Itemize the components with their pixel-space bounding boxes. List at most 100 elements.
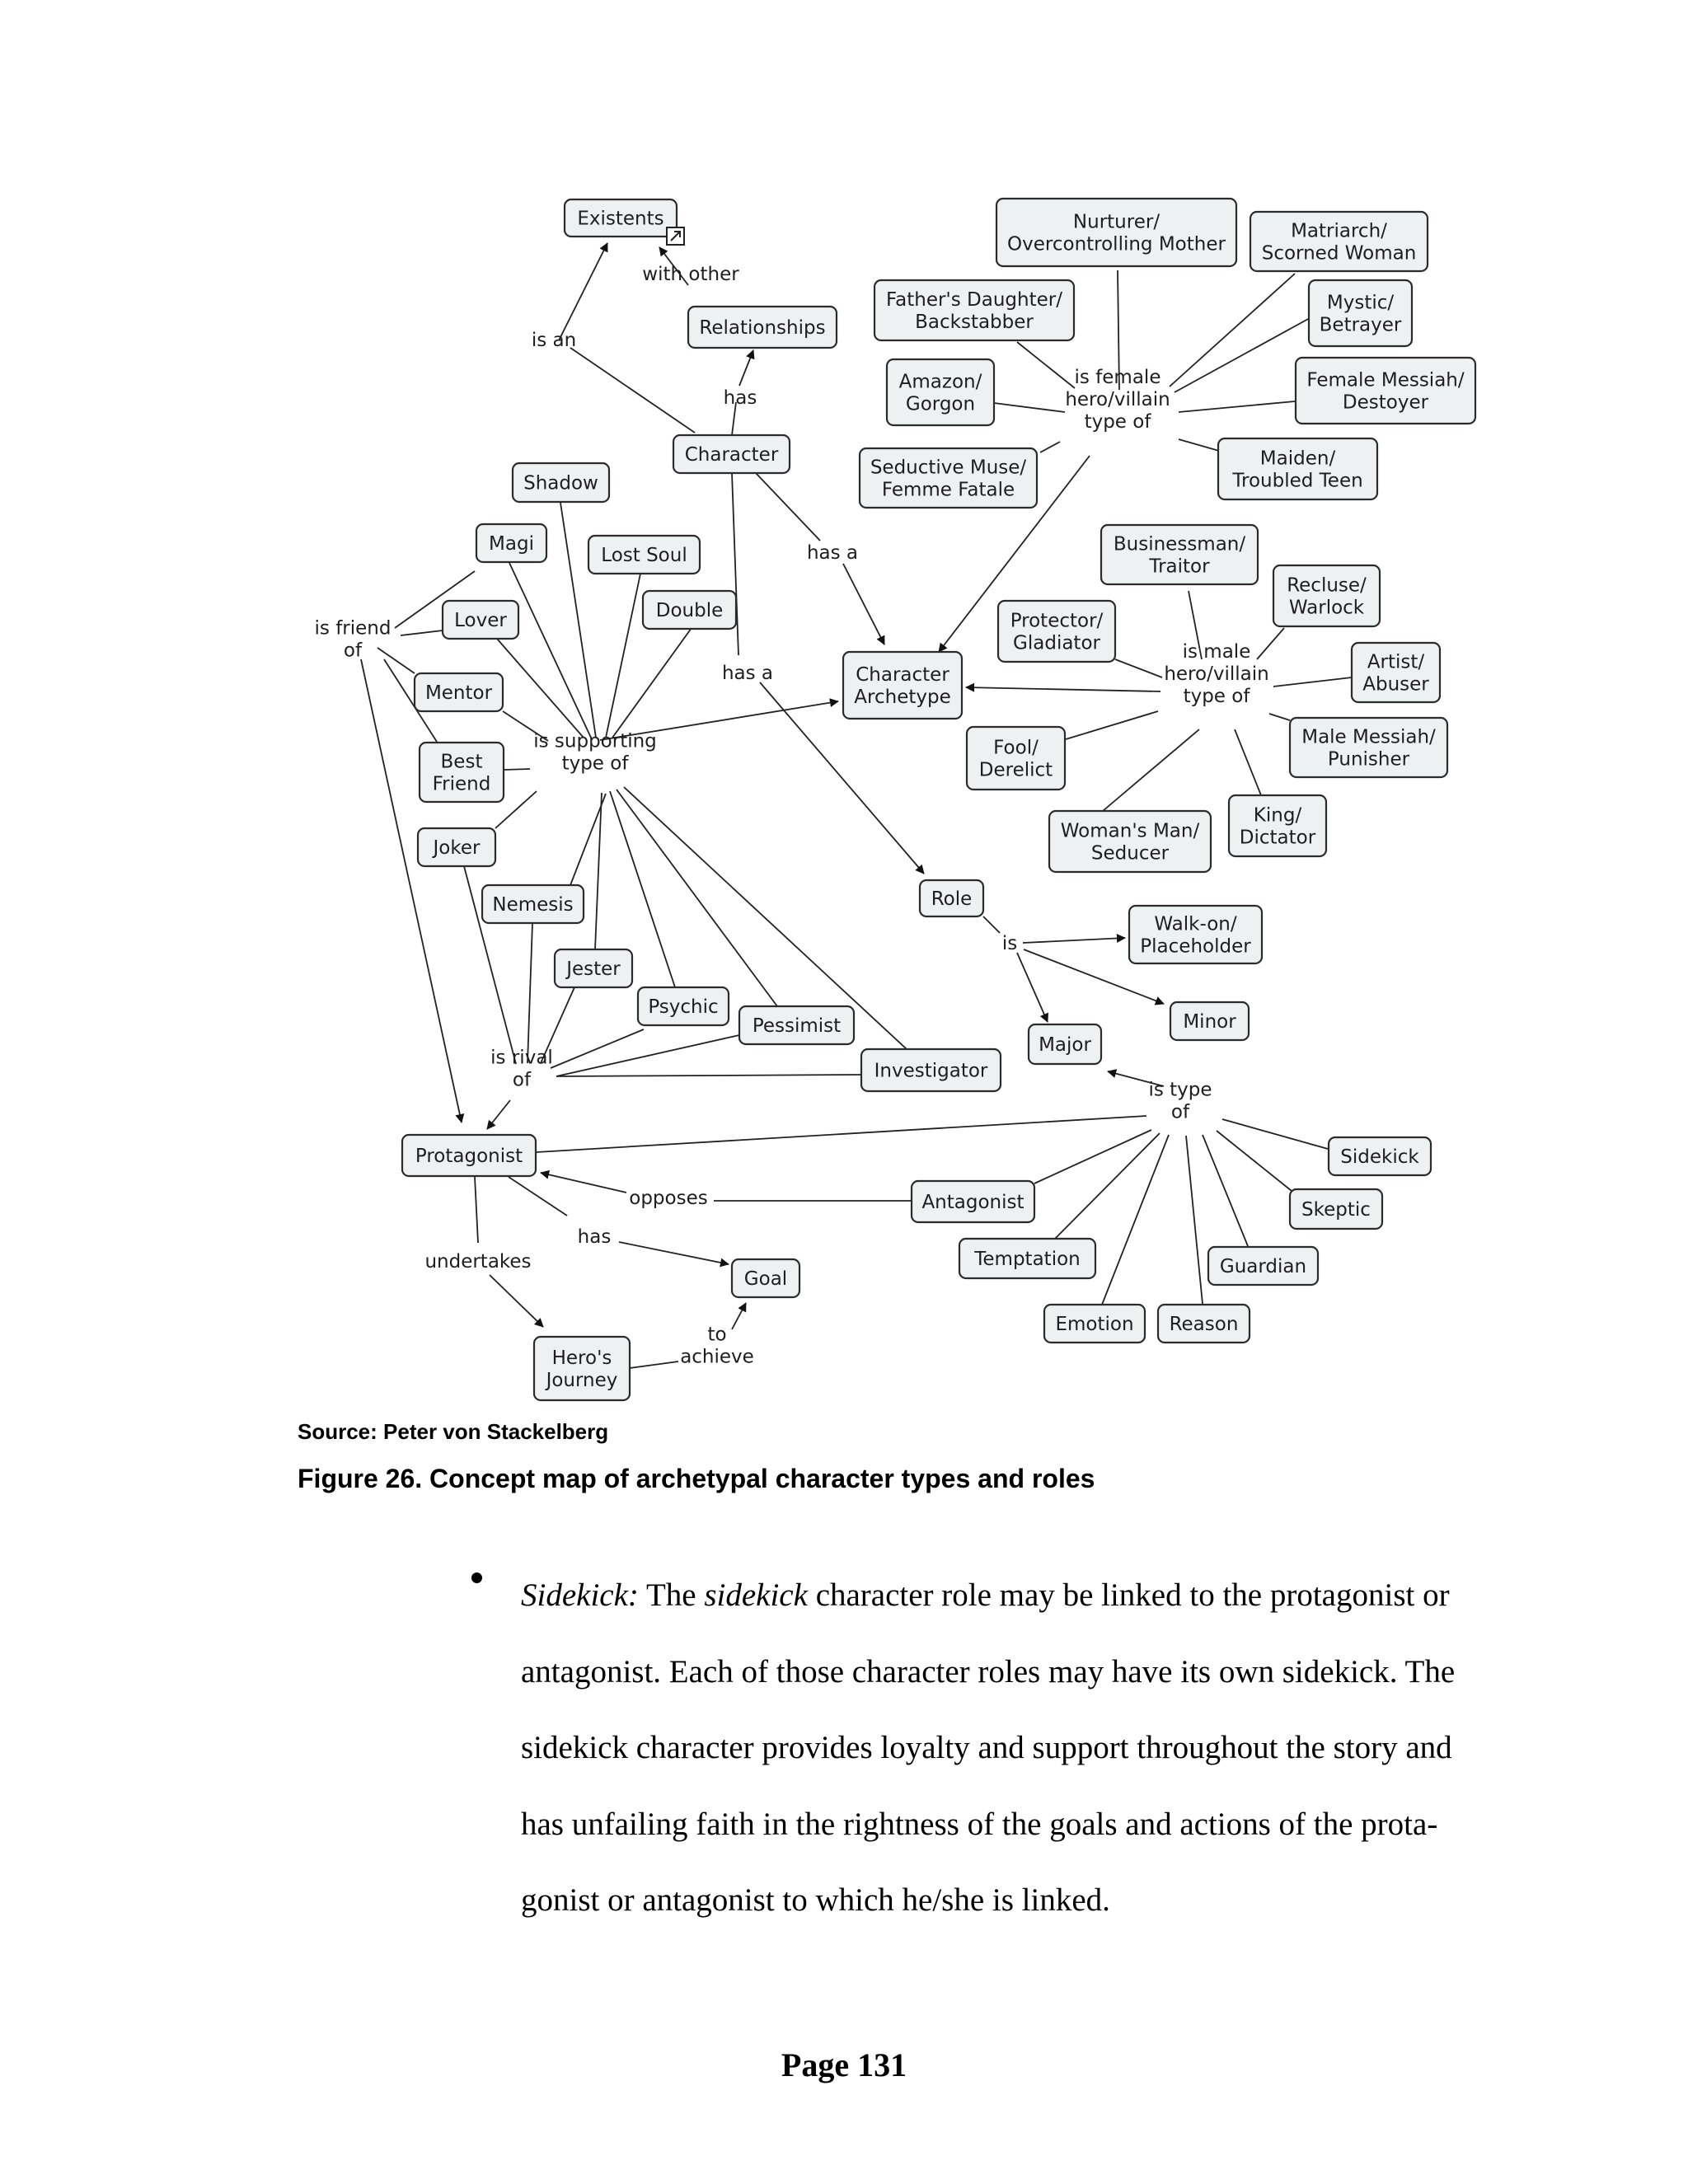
concept-amazon: Amazon/Gorgon <box>885 358 996 427</box>
concept-label: Amazon/Gorgon <box>899 372 982 415</box>
paragraph-line-2: antagonist. Each of those character role… <box>521 1653 1456 1690</box>
concept-box <box>730 1258 801 1299</box>
connector-line <box>755 472 821 541</box>
concept-box <box>1294 356 1477 425</box>
concept-box <box>1027 1023 1103 1066</box>
concept-label: Artist/Abuser <box>1362 652 1429 696</box>
connector-line <box>609 790 676 988</box>
connector-line <box>495 790 537 829</box>
connector-arrow <box>1016 952 1048 1023</box>
connector-arrow <box>659 246 689 286</box>
connector-line <box>377 647 415 674</box>
concept-label: Role <box>931 888 973 910</box>
concept-box <box>1288 716 1449 779</box>
concept-label: Jester <box>565 958 621 980</box>
concept-guardian: Guardian <box>1207 1245 1320 1286</box>
concept-label: Magi <box>489 533 534 555</box>
concept-box <box>1169 1001 1250 1042</box>
concept-box <box>1327 1136 1432 1177</box>
connector-line <box>1102 729 1200 812</box>
concept-box <box>1227 794 1328 858</box>
concept-box <box>918 879 985 918</box>
connector-arrow <box>1023 949 1165 1005</box>
concept-box <box>553 948 634 989</box>
concept-box <box>1043 1303 1146 1344</box>
concept-label: Protagonist <box>415 1146 523 1167</box>
connector-line <box>623 786 907 1050</box>
concept-label: Sidekick <box>1340 1146 1419 1168</box>
concept-box <box>873 279 1076 342</box>
concept-skeptic: Skeptic <box>1288 1188 1384 1230</box>
connector-arrow <box>938 455 1090 653</box>
concept-box <box>587 534 701 575</box>
connector-arrow <box>486 1099 511 1130</box>
connector-arrow <box>489 1274 544 1328</box>
connector-line <box>496 638 584 738</box>
sidekick-paragraph: Sidekick: The sidekick character role ma… <box>521 1558 1493 1939</box>
link-label-opposes: opposes <box>629 1188 707 1209</box>
link-label-has-a-role: has a <box>722 663 773 684</box>
concept-box <box>418 741 505 804</box>
connector-line <box>993 402 1066 413</box>
concept-jester: Jester <box>553 948 634 989</box>
connector-line <box>556 1034 740 1077</box>
concept-minor: Minor <box>1169 1001 1250 1042</box>
link-label-undertakes: undertakes <box>424 1251 531 1272</box>
concept-reason: Reason <box>1156 1303 1251 1344</box>
connector-line <box>463 865 517 1065</box>
connector-line <box>400 630 443 636</box>
connector-line <box>1178 401 1296 413</box>
concept-label: Lost Soul <box>601 545 687 566</box>
concept-label: Maiden/Troubled Teen <box>1231 448 1362 492</box>
concept-label: Businessman/Traitor <box>1114 534 1245 578</box>
concept-king: King/Dictator <box>1227 794 1328 858</box>
concept-mystic: Mystic/Betrayer <box>1307 279 1414 348</box>
concept-label: Character <box>685 444 779 466</box>
connector-line <box>570 347 696 434</box>
connector-line <box>1256 627 1285 660</box>
figure-source: Source: Peter von Stackelberg <box>298 1419 609 1444</box>
concept-label: Minor <box>1183 1011 1236 1033</box>
concept-double: Double <box>641 589 738 630</box>
concept-label: Mystic/Betrayer <box>1320 293 1402 336</box>
connector-line <box>594 792 603 950</box>
bullet-icon <box>471 1572 482 1583</box>
concept-fathers-daughter: Father's Daughter/Backstabber <box>873 279 1076 342</box>
connector-arrow <box>360 658 465 1123</box>
concept-box <box>1249 210 1429 273</box>
connector-line <box>1185 1135 1203 1305</box>
concept-recluse: Recluse/Warlock <box>1272 564 1381 628</box>
connector-line <box>1234 729 1262 796</box>
concept-goal: Goal <box>730 1258 801 1299</box>
concept-box <box>738 1005 856 1046</box>
concept-shadow: Shadow <box>511 462 611 504</box>
connector-arrow <box>1107 1069 1165 1087</box>
concept-role: Role <box>918 879 985 918</box>
concept-box <box>958 1237 1097 1280</box>
concept-box <box>672 434 791 475</box>
concept-label: Double <box>656 600 724 621</box>
concept-joker: Joker <box>416 827 497 868</box>
concept-label: Recluse/Warlock <box>1287 575 1367 619</box>
concept-label: King/Dictator <box>1240 805 1316 849</box>
concept-box <box>910 1179 1036 1224</box>
concept-box <box>416 827 497 868</box>
connector-line <box>550 1029 645 1069</box>
connector-arrow <box>558 242 608 341</box>
concept-label: Pessimist <box>753 1015 841 1037</box>
connector-line <box>1169 273 1296 387</box>
connector-line <box>1202 1134 1249 1247</box>
concept-box <box>1207 1245 1320 1286</box>
connector-line <box>1178 438 1220 452</box>
concept-lover: Lover <box>441 599 520 640</box>
concept-label: Walk-on/Placeholder <box>1140 914 1251 958</box>
link-label-has-goal: has <box>578 1226 612 1248</box>
